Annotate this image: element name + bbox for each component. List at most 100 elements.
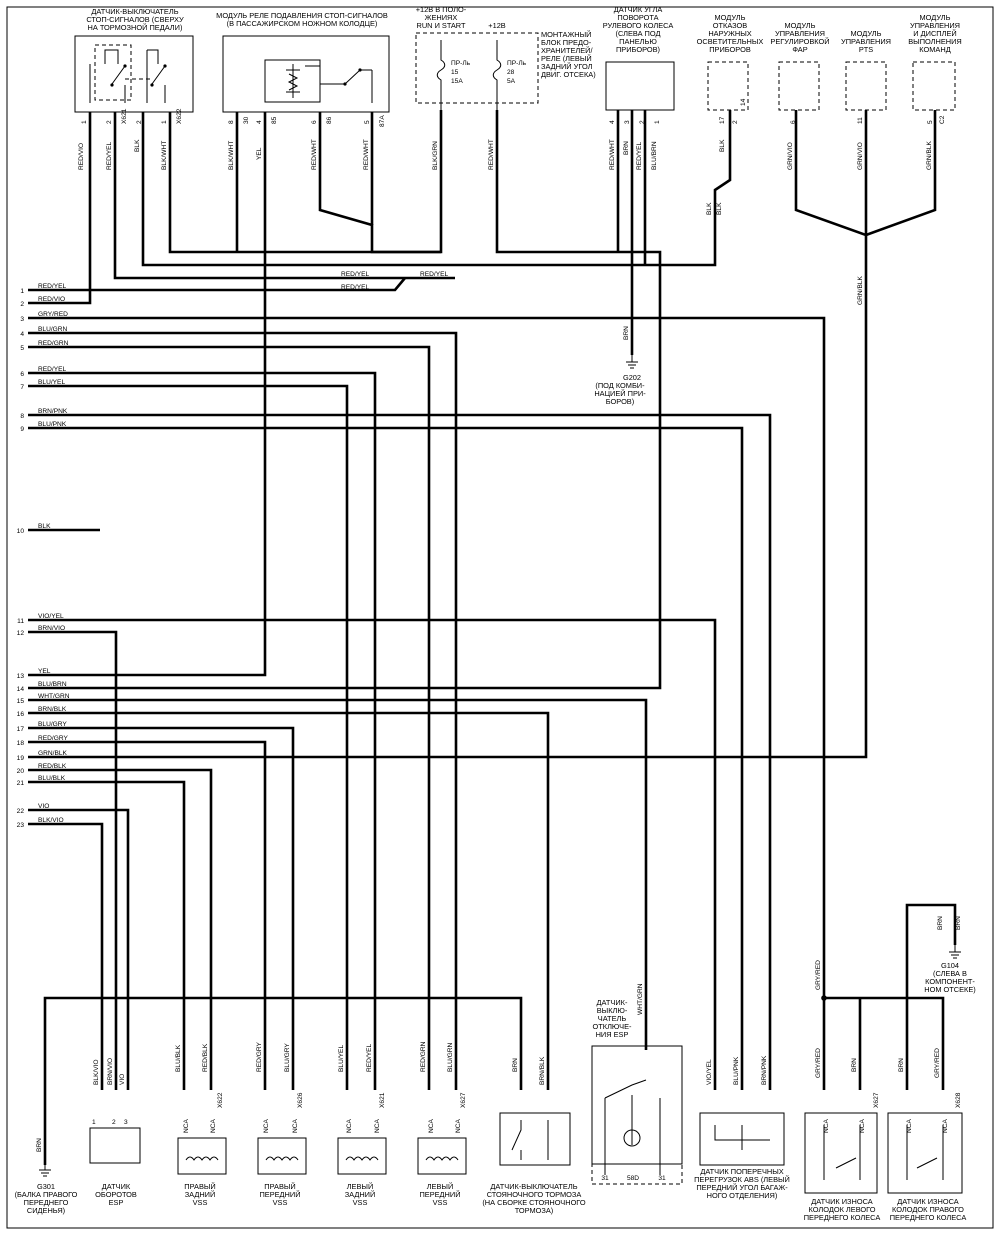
ground-g104-icon xyxy=(949,945,961,959)
pin-number: 22 xyxy=(17,808,25,815)
fuse-block-box xyxy=(415,32,539,104)
svg-text:6: 6 xyxy=(311,120,318,124)
pin-wire-label: RED/BLK xyxy=(38,763,67,770)
svg-text:КОМПОНЕНТ-: КОМПОНЕНТ- xyxy=(925,977,975,986)
svg-text:31: 31 xyxy=(601,1175,609,1182)
svg-text:X622: X622 xyxy=(176,108,183,124)
pin-wire-label: BLU/PNK xyxy=(38,421,67,428)
svg-text:VIO/YEL: VIO/YEL xyxy=(706,1059,713,1085)
svg-text:BRN: BRN xyxy=(898,1058,905,1072)
power-run-start-caption: +12В В ПОЛО- ЖЕНИЯХ RUN И START xyxy=(416,5,467,30)
pin-number: 21 xyxy=(17,780,25,787)
svg-text:85: 85 xyxy=(271,116,278,124)
pin-wire-label: GRY/RED xyxy=(38,311,68,318)
svg-text:ДВИГ. ОТСЕКА): ДВИГ. ОТСЕКА) xyxy=(541,70,596,79)
headlamp-module-caption: МОДУЛЬ УПРАВЛЕНИЯ РЕГУЛИРОВКОЙ ФАР xyxy=(770,21,829,54)
pin-number: 10 xyxy=(17,528,25,535)
pin-wire-label: VIO/YEL xyxy=(38,613,64,620)
svg-text:УПРАВЛЕНИЯ: УПРАВЛЕНИЯ xyxy=(775,29,825,38)
svg-text:BLK/WHT: BLK/WHT xyxy=(228,141,235,170)
g202-caption: G202 (ПОД КОМБИ- НАЦИЕЙ ПРИ- БОРОВ) xyxy=(594,373,646,406)
svg-text:ПЕРЕДНЕГО КОЛЕСА: ПЕРЕДНЕГО КОЛЕСА xyxy=(804,1213,881,1222)
svg-text:5A: 5A xyxy=(507,78,516,85)
svg-text:VIO: VIO xyxy=(119,1074,126,1085)
nca-labels: NCA NCA NCA NCA NCA NCA NCA NCA NCA NCA … xyxy=(183,1092,962,1133)
fuse-28: ПР-Ль 28 5A xyxy=(492,40,527,110)
svg-text:BLK: BLK xyxy=(134,139,141,152)
svg-text:RED/WHT: RED/WHT xyxy=(609,139,616,170)
lamp-module-box xyxy=(707,61,749,111)
svg-text:X622: X622 xyxy=(217,1092,224,1108)
svg-text:G104: G104 xyxy=(941,961,959,970)
svg-text:G202: G202 xyxy=(623,373,641,382)
pin-wire-label: GRN/BLK xyxy=(38,750,68,757)
svg-text:МОДУЛЬ РЕЛЕ ПОДАВЛЕНИЯ СТОП-СИ: МОДУЛЬ РЕЛЕ ПОДАВЛЕНИЯ СТОП-СИГНАЛОВ xyxy=(216,11,388,20)
pin-number: 16 xyxy=(17,711,25,718)
svg-text:RUN И START: RUN И START xyxy=(417,21,466,30)
svg-text:ДАТЧИК ИЗНОСА: ДАТЧИК ИЗНОСА xyxy=(897,1197,959,1206)
svg-text:МОДУЛЬ: МОДУЛЬ xyxy=(851,29,882,38)
svg-text:ПЕРЕДНИЙ УГОЛ БАГАЖ-: ПЕРЕДНИЙ УГОЛ БАГАЖ- xyxy=(696,1183,788,1192)
svg-text:3: 3 xyxy=(124,1119,128,1126)
svg-text:VSS: VSS xyxy=(193,1198,208,1207)
vss-lr-caption: ЛЕВЫЙ ЗАДНИЙ VSS xyxy=(345,1182,376,1207)
svg-text:NCA: NCA xyxy=(346,1118,353,1133)
svg-text:(СЛЕВА В: (СЛЕВА В xyxy=(933,969,967,978)
svg-text:GRY/RED: GRY/RED xyxy=(815,1048,822,1078)
pin-wire-label: BRN/PNK xyxy=(38,408,68,415)
svg-text:GRY/RED: GRY/RED xyxy=(934,1048,941,1078)
svg-text:GRN/BLK: GRN/BLK xyxy=(926,140,933,170)
svg-text:NCA: NCA xyxy=(183,1118,190,1133)
svg-text:PTS: PTS xyxy=(859,45,873,54)
steering-sensor-box xyxy=(605,61,675,111)
pin-number: 7 xyxy=(20,384,24,391)
svg-text:ОСВЕТИТЕЛЬНЫХ: ОСВЕТИТЕЛЬНЫХ xyxy=(697,37,764,46)
svg-text:2: 2 xyxy=(136,120,143,124)
display-module-box xyxy=(912,61,956,111)
pin-number: 19 xyxy=(17,755,25,762)
svg-text:RED/WHT: RED/WHT xyxy=(311,139,318,170)
pin-wire-label: BRN/BLK xyxy=(38,706,67,713)
svg-text:BLK: BLK xyxy=(719,139,726,152)
svg-text:GRN/VIO: GRN/VIO xyxy=(857,142,864,170)
svg-text:СТОП-СИГНАЛОВ (СВЕРХУ: СТОП-СИГНАЛОВ (СВЕРХУ xyxy=(86,15,184,24)
svg-text:GRN/VIO: GRN/VIO xyxy=(787,142,794,170)
pad-right-caption: ДАТЧИК ИЗНОСА КОЛОДОК ПРАВОГО ПЕРЕДНЕГО … xyxy=(890,1197,967,1222)
svg-text:2: 2 xyxy=(639,120,646,124)
pin-number: 5 xyxy=(20,345,24,352)
fuse-block-caption: МОНТАЖНЫЙ БЛОК ПРЕДО- ХРАНИТЕЛЕЙ/ РЕЛЕ (… xyxy=(541,30,596,79)
svg-text:НОГО ОТДЕЛЕНИЯ): НОГО ОТДЕЛЕНИЯ) xyxy=(707,1191,778,1200)
svg-text:BLU/BLK: BLU/BLK xyxy=(175,1044,182,1072)
pin-wire-label: RED/YEL xyxy=(38,283,67,290)
abs-lateral-sensor xyxy=(699,1112,785,1166)
svg-text:ПЕРЕДНЕГО КОЛЕСА: ПЕРЕДНЕГО КОЛЕСА xyxy=(890,1213,967,1222)
svg-text:VSS: VSS xyxy=(273,1198,288,1207)
svg-text:ПОВОРОТА: ПОВОРОТА xyxy=(617,13,658,22)
svg-text:14: 14 xyxy=(740,98,747,106)
svg-text:СИДЕНЬЯ): СИДЕНЬЯ) xyxy=(27,1206,65,1215)
pin-number: 9 xyxy=(20,426,24,433)
svg-text:1: 1 xyxy=(161,120,168,124)
pts-module-caption: МОДУЛЬ УПРАВЛЕНИЯ PTS xyxy=(841,29,891,54)
svg-text:ОТКЛЮЧЕ-: ОТКЛЮЧЕ- xyxy=(593,1022,632,1031)
svg-text:РЕГУЛИРОВКОЙ: РЕГУЛИРОВКОЙ xyxy=(770,37,829,46)
pin-wire-label: BLU/GRN xyxy=(38,326,68,333)
svg-text:(БАЛКА ПРАВОГО: (БАЛКА ПРАВОГО xyxy=(15,1190,78,1199)
headlamp-module-box xyxy=(778,61,820,111)
svg-text:NCA: NCA xyxy=(428,1118,435,1133)
svg-text:МОДУЛЬ: МОДУЛЬ xyxy=(715,13,746,22)
svg-text:ДАТЧИК-ВЫКЛЮЧАТЕЛЬ: ДАТЧИК-ВЫКЛЮЧАТЕЛЬ xyxy=(91,7,178,16)
svg-text:15: 15 xyxy=(451,69,459,76)
svg-text:КОМАНД: КОМАНД xyxy=(919,45,950,54)
pad-wear-right-sensor xyxy=(887,1112,963,1194)
svg-text:ДАТЧИК ИЗНОСА: ДАТЧИК ИЗНОСА xyxy=(811,1197,873,1206)
svg-text:(ПОД КОМБИ-: (ПОД КОМБИ- xyxy=(595,381,645,390)
bottom-wire-labels: BLK/VIO BRN/VIO VIO BLU/BLK RED/BLK RED/… xyxy=(36,916,962,1152)
svg-text:ЗАДНИЙ УГОЛ: ЗАДНИЙ УГОЛ xyxy=(541,62,593,71)
pad-left-caption: ДАТЧИК ИЗНОСА КОЛОДОК ЛЕВОГО ПЕРЕДНЕГО К… xyxy=(804,1197,881,1222)
svg-text:NCA: NCA xyxy=(859,1118,866,1133)
svg-text:BLU/YEL: BLU/YEL xyxy=(338,1045,345,1072)
svg-text:VSS: VSS xyxy=(433,1198,448,1207)
svg-text:RED/BLK: RED/BLK xyxy=(202,1043,209,1072)
